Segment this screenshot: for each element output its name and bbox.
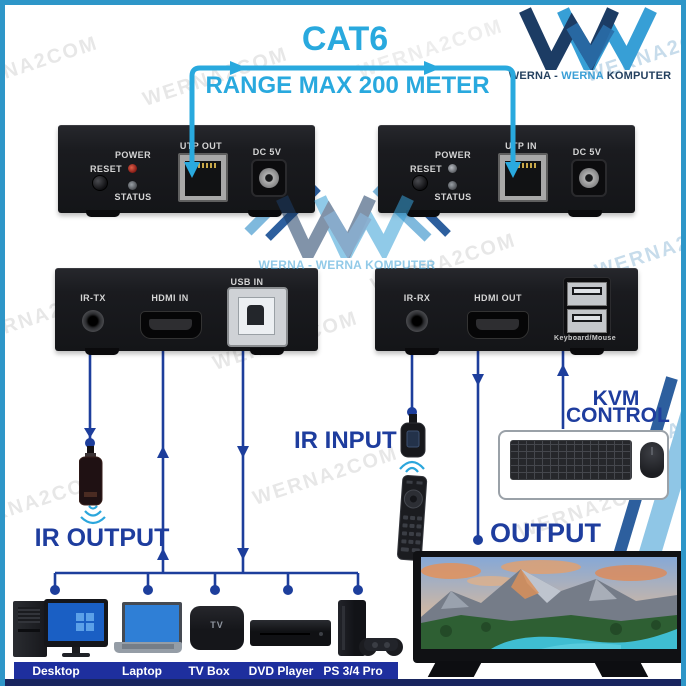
rx-status-label: STATUS bbox=[434, 192, 472, 202]
tx-dc-jack bbox=[251, 159, 287, 197]
device-label: PS 3/4 Pro bbox=[323, 664, 383, 678]
device-label-bar: Desktop Laptop TV Box DVD Player PS 3/4 … bbox=[14, 662, 398, 679]
device-foot bbox=[85, 348, 119, 355]
cable-arrow-right-icon bbox=[424, 61, 441, 75]
ir-signal-waves bbox=[80, 460, 425, 525]
hdmi-out-label: HDMI OUT bbox=[474, 293, 522, 303]
cat6-title: CAT6 bbox=[301, 20, 389, 58]
watermark-monogram-icon bbox=[276, 195, 414, 258]
tv-box-text: TV bbox=[210, 620, 224, 630]
device-foot bbox=[86, 210, 120, 217]
device-foot bbox=[248, 210, 282, 217]
output-tv-image bbox=[413, 551, 685, 663]
ir-emitter-image bbox=[79, 446, 103, 506]
rx-reset-button bbox=[412, 175, 428, 191]
brand-name: WERNA - WERNA KOMPUTER bbox=[508, 70, 672, 82]
tx-reset-button bbox=[92, 175, 108, 191]
ps4-controller-image bbox=[359, 638, 403, 656]
rx-utp-in-label: UTP IN bbox=[505, 141, 537, 151]
center-watermark-logo: WERNA - WERNA KOMPUTER bbox=[252, 194, 442, 272]
tv-leg bbox=[427, 661, 483, 677]
tx-front-panel: IR-TX HDMI IN USB IN bbox=[55, 268, 318, 355]
ir-output-label: IR OUTPUT bbox=[34, 524, 170, 552]
rx-front-panel: IR-RX HDMI OUT Keyboard/Mouse bbox=[375, 268, 638, 355]
usb-in-label: USB IN bbox=[230, 277, 264, 287]
frame-border bbox=[0, 0, 686, 5]
ir-tx-label: IR-TX bbox=[80, 293, 106, 303]
ir-rx-label: IR-RX bbox=[403, 293, 431, 303]
usb-b-port bbox=[227, 287, 288, 347]
rx-power-led bbox=[448, 164, 457, 173]
frame-border bbox=[0, 0, 5, 686]
cat6-cable bbox=[184, 61, 521, 178]
brand-logo: WERNA - WERNA KOMPUTER bbox=[495, 6, 685, 82]
rx-reset-label: RESET bbox=[409, 164, 442, 174]
ir-input-label: IR INPUT bbox=[294, 427, 397, 454]
ir-rx-jack bbox=[406, 310, 428, 332]
hdmi-out-port bbox=[467, 311, 529, 339]
device-label: Desktop bbox=[32, 664, 80, 678]
brand-monogram-icon bbox=[519, 7, 657, 70]
bottom-strip bbox=[0, 679, 686, 686]
tx-utp-out-label: UTP OUT bbox=[179, 141, 223, 151]
hdmi-in-label: HDMI IN bbox=[151, 293, 189, 303]
keyboard-mouse-label: Keyboard/Mouse bbox=[554, 335, 616, 342]
rx-back-panel: RESET POWER STATUS UTP IN DC 5V bbox=[378, 125, 635, 217]
hdmi-in-port bbox=[140, 311, 202, 339]
watermark-brand-name: WERNA - WERNA KOMPUTER bbox=[258, 258, 436, 272]
keyboard-image bbox=[510, 440, 632, 480]
usb-a-dual-port bbox=[563, 277, 611, 337]
tx-dc-label: DC 5V bbox=[252, 147, 282, 157]
kvm-control-box bbox=[498, 430, 669, 500]
range-label: RANGE MAX 200 METER bbox=[205, 72, 490, 99]
frame-border bbox=[681, 0, 686, 686]
cable-arrow-right-icon bbox=[230, 61, 247, 75]
cable-arrow-down-icon bbox=[505, 162, 521, 178]
device-label: TV Box bbox=[188, 664, 230, 678]
output-label: OUTPUT bbox=[490, 518, 601, 548]
dvd-player-image bbox=[250, 620, 331, 646]
device-foot bbox=[405, 348, 439, 355]
tx-status-label: STATUS bbox=[114, 192, 152, 202]
rx-rj45-port bbox=[498, 153, 548, 202]
device-label: DVD Player bbox=[248, 664, 314, 678]
device-foot bbox=[568, 210, 602, 217]
tv-leg bbox=[593, 661, 649, 677]
desktop-monitor-image bbox=[44, 599, 108, 657]
rx-dc-jack bbox=[571, 159, 607, 197]
tv-landscape-screen bbox=[421, 557, 677, 649]
rx-power-label: POWER bbox=[434, 150, 471, 160]
rx-status-led bbox=[448, 181, 457, 190]
tx-reset-label: RESET bbox=[89, 164, 122, 174]
tx-back-panel: RESET POWER STATUS UTP OUT DC 5V bbox=[58, 125, 315, 217]
laptop-screen-image bbox=[122, 602, 182, 648]
tx-power-led bbox=[128, 164, 137, 173]
cable-arrow-down-icon bbox=[184, 162, 200, 178]
device-foot bbox=[406, 210, 440, 217]
device-foot bbox=[250, 348, 284, 355]
tx-power-label: POWER bbox=[114, 150, 151, 160]
tx-status-led bbox=[128, 181, 137, 190]
rx-dc-label: DC 5V bbox=[572, 147, 602, 157]
device-foot bbox=[570, 348, 604, 355]
ir-receiver-image bbox=[400, 414, 426, 458]
laptop-base-image bbox=[114, 642, 182, 653]
device-label: Laptop bbox=[122, 664, 162, 678]
ir-tx-jack bbox=[82, 310, 104, 332]
desktop-tower-image bbox=[13, 601, 47, 657]
tv-box-image: TV bbox=[190, 606, 244, 650]
mouse-image bbox=[640, 442, 664, 478]
